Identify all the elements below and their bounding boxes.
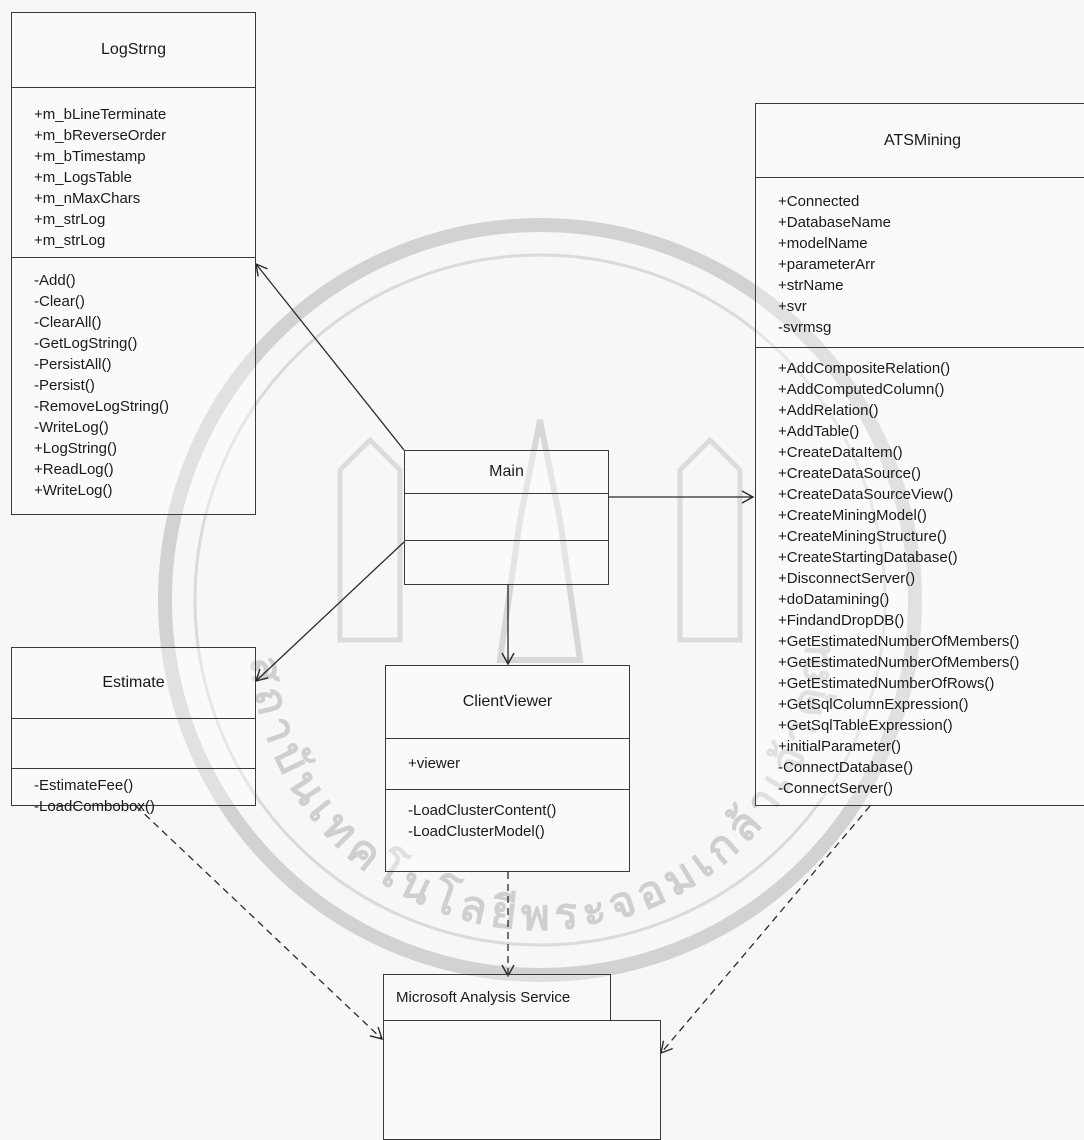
class-main: Main <box>404 450 609 585</box>
class-attribute: +m_bTimestamp <box>34 148 146 165</box>
class-operation: -LoadClusterModel() <box>408 823 545 840</box>
class-title: ClientViewer <box>386 666 629 739</box>
main-to-estimate-arrow <box>254 541 405 683</box>
class-attribute: +m_LogsTable <box>34 169 132 186</box>
class-operation: +WriteLog() <box>34 482 113 499</box>
attribute-list: +m_bLineTerminate +m_bReverseOrder +m_bTim… <box>12 88 255 258</box>
class-clientviewer: ClientViewer +viewer -LoadClusterContent… <box>385 665 630 872</box>
class-logstrng: LogStrng +m_bLineTerminate +m_bReverseOrd… <box>11 12 256 515</box>
class-attribute: -svrmsg <box>778 319 832 336</box>
class-operation: +AddComputedColumn() <box>778 381 945 398</box>
class-title: Estimate <box>12 648 255 719</box>
class-operation: -Add() <box>34 272 76 289</box>
package-tab: Microsoft Analysis Service <box>383 974 611 1021</box>
class-title: Main <box>405 451 608 494</box>
class-attribute: +m_strLog <box>34 211 106 228</box>
class-operation: +LogString() <box>34 440 117 457</box>
class-operation: -RemoveLogString() <box>34 398 170 415</box>
package-microsoft-analysis-service <box>383 1020 661 1140</box>
class-attribute: +strName <box>778 277 844 294</box>
class-operation: -ConnectDatabase() <box>778 759 914 776</box>
class-operation: -Clear() <box>34 293 85 310</box>
class-operation: +CreateMiningModel() <box>778 507 927 524</box>
attribute-compartment <box>12 719 255 769</box>
class-operation: +FindandDropDB() <box>778 612 905 629</box>
class-operation: +CreateDataSource() <box>778 465 921 482</box>
operation-list: -Add() -Clear() -ClearAll() -GetLogString()… <box>12 258 255 501</box>
class-operation: +initialParameter() <box>778 738 901 755</box>
class-operation: +DisconnectServer() <box>778 570 916 587</box>
class-operation: +GetEstimatedNumberOfRows() <box>778 675 995 692</box>
class-operation: +GetSqlColumnExpression() <box>778 696 969 713</box>
class-operation: +CreateDataItem() <box>778 444 903 461</box>
attribute-compartment <box>405 494 608 541</box>
class-operation: -Persist() <box>34 377 95 394</box>
class-operation: -PersistAll() <box>34 356 112 373</box>
class-attribute: +m_bLineTerminate <box>34 106 167 123</box>
attribute-list: +Connected +DatabaseName +modelName +parame… <box>756 178 1084 348</box>
class-estimate: Estimate -EstimateFee() -LoadCombobox() <box>11 647 256 815</box>
class-operation: -EstimateFee() <box>34 777 134 794</box>
class-operation: +CreateMiningStructure() <box>778 528 947 545</box>
main-to-logstrng-arrow <box>255 262 405 451</box>
class-operation: -ClearAll() <box>34 314 102 331</box>
operation-list: -EstimateFee() -LoadCombobox() <box>12 769 255 817</box>
class-operation: +ReadLog() <box>34 461 114 478</box>
class-operation: +CreateDataSourceView() <box>778 486 954 503</box>
class-operation: +GetSqlTableExpression() <box>778 717 953 734</box>
class-operation: +GetEstimatedNumberOfMembers() <box>778 654 1020 671</box>
operation-list: -LoadClusterContent() -LoadClusterModel() <box>386 790 629 842</box>
attribute-list: +viewer <box>386 739 629 790</box>
estimate-to-service-dependency <box>135 805 384 1041</box>
class-attribute: +m_strLog <box>34 232 106 249</box>
class-attribute: +m_nMaxChars <box>34 190 141 207</box>
class-operation: +GetEstimatedNumberOfMembers() <box>778 633 1020 650</box>
class-attribute: +DatabaseName <box>778 214 891 231</box>
class-title: LogStrng <box>12 13 255 88</box>
class-operation: -LoadClusterContent() <box>408 802 557 819</box>
class-attribute: +modelName <box>778 235 868 252</box>
class-operation: +AddRelation() <box>778 402 879 419</box>
class-operation: +CreateStartingDatabase() <box>778 549 958 566</box>
class-operation: -GetLogString() <box>34 335 138 352</box>
operation-list: +AddCompositeRelation() +AddComputedColum… <box>756 348 1084 799</box>
class-operation: +AddTable() <box>778 423 860 440</box>
class-attribute: +svr <box>778 298 807 315</box>
class-operation: +AddCompositeRelation() <box>778 360 951 377</box>
class-title: ATSMining <box>756 104 1084 178</box>
class-attribute: +m_bReverseOrder <box>34 127 167 144</box>
class-atsmining: ATSMining +Connected +DatabaseName +modelN… <box>755 103 1084 806</box>
package-name: Microsoft Analysis Service <box>396 989 571 1006</box>
class-operation: -LoadCombobox() <box>34 798 155 815</box>
class-operation: -WriteLog() <box>34 419 109 436</box>
class-operation: +doDatamining() <box>778 591 890 608</box>
class-attribute: +Connected <box>778 193 860 210</box>
atsmining-to-service-dependency <box>660 805 871 1055</box>
class-operation: -ConnectServer() <box>778 780 894 797</box>
class-attribute: +parameterArr <box>778 256 876 273</box>
class-attribute: +viewer <box>408 755 461 772</box>
